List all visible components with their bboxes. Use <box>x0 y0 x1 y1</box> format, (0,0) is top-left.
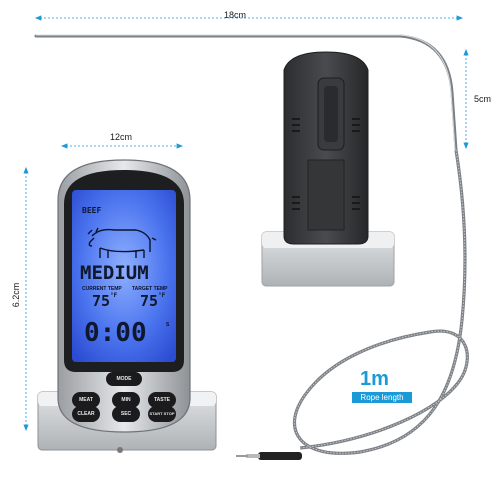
current-temp-unit: °F <box>110 292 118 299</box>
taste-button[interactable]: TASTE <box>153 397 171 403</box>
dimension-line-tip <box>463 48 469 150</box>
dimension-line-length <box>34 15 464 21</box>
lcd-target-label: TARGET TEMP <box>132 286 168 292</box>
length-label: 18cm <box>224 10 247 20</box>
sec-button[interactable]: SEC <box>120 411 132 417</box>
width-label: 12cm <box>110 132 133 142</box>
front-unit-body <box>57 159 191 433</box>
braided-cable <box>293 149 469 455</box>
lcd-timer: 0:00 <box>84 318 147 348</box>
probe-rod <box>34 34 458 151</box>
rope-length-label: Rope length <box>352 392 412 403</box>
cow-icon <box>87 227 157 258</box>
lcd-doneness: MEDIUM <box>80 262 149 284</box>
clear-button[interactable]: CLEAR <box>77 411 95 417</box>
mode-button[interactable]: MODE <box>116 376 132 382</box>
min-button[interactable]: MIN <box>121 397 131 403</box>
dimension-line-height <box>23 166 29 432</box>
lcd-current-label: CURRENT TEMP <box>82 286 122 292</box>
target-temp-value: 75 <box>140 292 159 310</box>
button-cluster <box>72 372 176 422</box>
rear-unit <box>261 51 395 287</box>
dimension-line-width <box>60 143 184 149</box>
current-temp-value: 75 <box>92 292 111 310</box>
cable-plug <box>236 452 302 460</box>
tip-length-label: 5cm <box>474 94 492 104</box>
target-temp-unit: °F <box>158 292 166 299</box>
lcd-timer-unit: S <box>166 322 170 328</box>
lcd-target-temp: 75°F <box>140 292 165 310</box>
start-stop-button[interactable]: START STOP <box>149 411 175 416</box>
lcd-meat-label: BEEF <box>82 206 102 215</box>
meat-button[interactable]: MEAT <box>79 397 93 403</box>
lcd-current-temp: 75°F <box>92 292 117 310</box>
height-label: 6.2cm <box>11 282 21 308</box>
rope-length-value: 1m <box>360 368 389 390</box>
